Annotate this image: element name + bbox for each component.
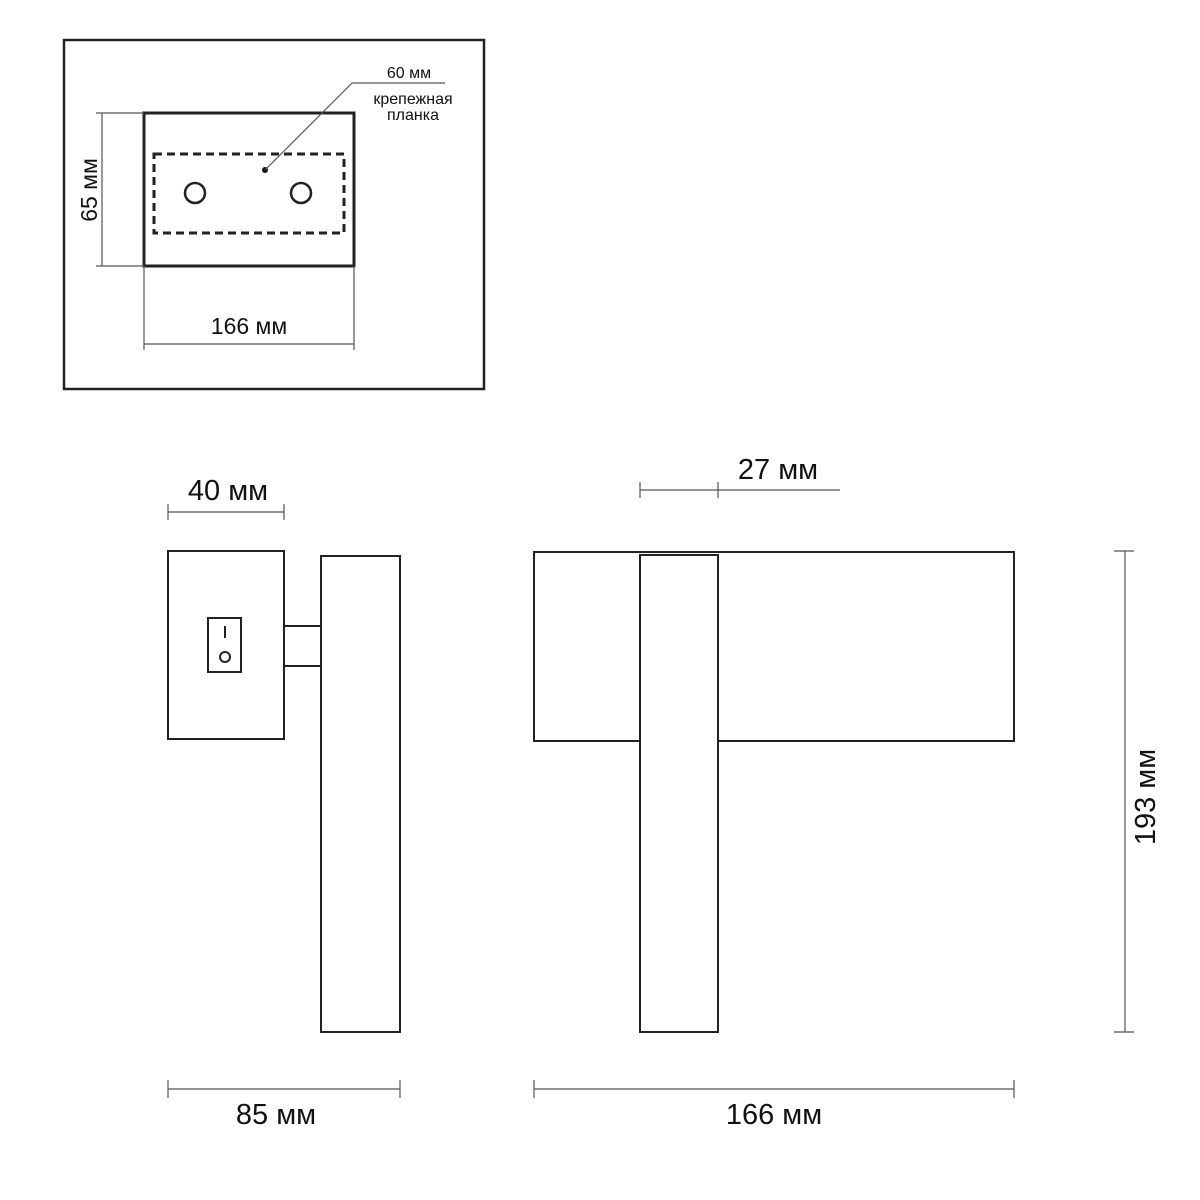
front-housing [533, 551, 1015, 742]
switch-outline [207, 617, 242, 673]
side-lamp-body [320, 555, 401, 1033]
plate-dimension-label: 60 мм [387, 65, 431, 82]
front-bottom-dim-label: 166 мм [726, 1099, 822, 1131]
top-view-width-label: 166 мм [211, 313, 287, 339]
front-view: 27 мм 193 мм 166 мм [533, 454, 1162, 1131]
side-top-dim-label: 40 мм [188, 475, 268, 507]
mounting-base-outline [142, 111, 356, 268]
side-base-block [167, 550, 285, 740]
plate-label-line1: крепежная [373, 91, 452, 108]
side-bottom-dim-label: 85 мм [236, 1099, 316, 1131]
front-lamp-panel [639, 554, 719, 1033]
top-view: 60 мм крепежная планка 65 мм 166 мм [62, 38, 486, 391]
plate-leader-line [264, 82, 353, 171]
front-top-dim-label: 27 мм [738, 454, 818, 486]
side-view: 40 мм 85 мм [167, 475, 401, 1131]
mounting-hole-right [289, 181, 313, 205]
mounting-plate-dashed [152, 152, 346, 235]
switch-off-mark [219, 651, 231, 663]
top-view-height-label: 65 мм [76, 158, 102, 222]
front-height-dim-label: 193 мм [1130, 749, 1162, 845]
plate-label-line2: планка [387, 107, 439, 124]
top-view-frame [62, 38, 486, 391]
mounting-hole-left [183, 181, 207, 205]
side-connector-arm [283, 625, 322, 667]
